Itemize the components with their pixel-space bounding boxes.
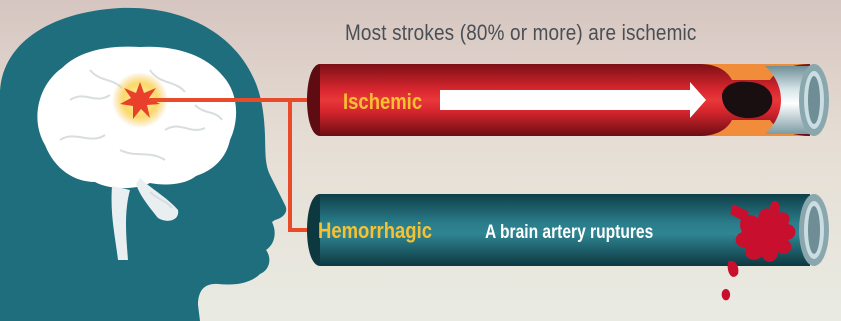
hemorrhagic-description: A brain artery ruptures [485, 222, 653, 244]
caption-text: Most strokes (80% or more) are ischemic [345, 20, 697, 46]
hemorrhagic-type-label: Hemorrhagic [318, 218, 432, 244]
ischemic-description: Clot blocks blood flow [452, 92, 618, 114]
ischemic-type-label: Ischemic [343, 89, 422, 115]
